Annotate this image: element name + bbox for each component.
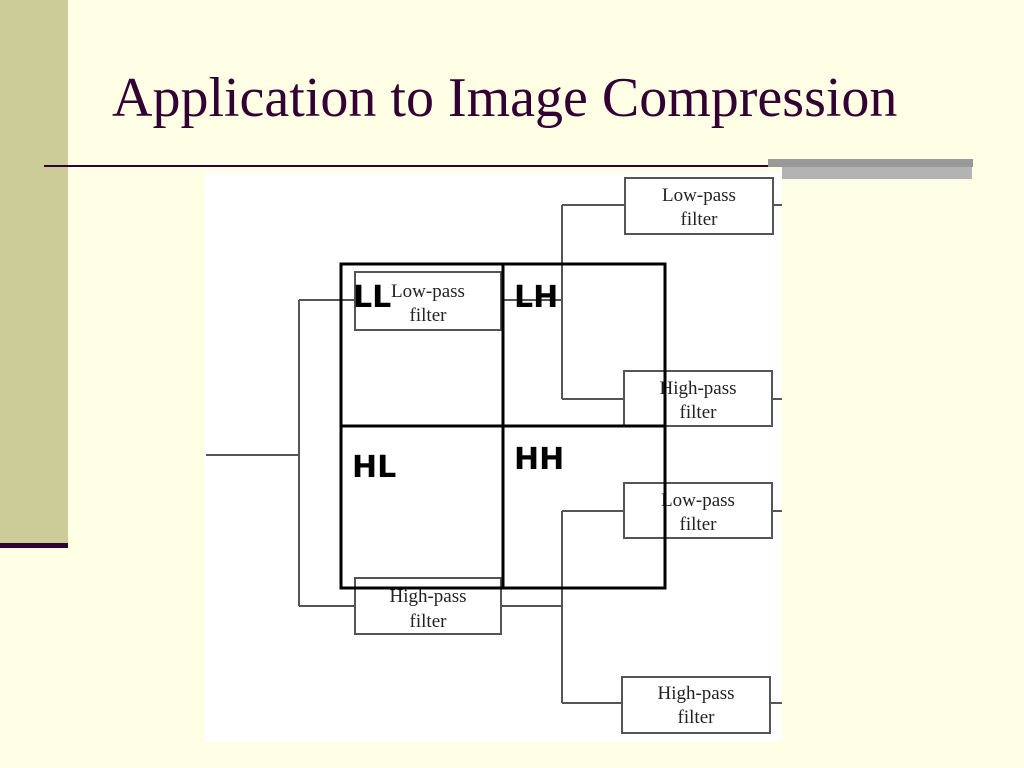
filter-label-line2: filter [410,611,448,632]
connector-lines [206,204,782,704]
filter-bank-diagram: Low-pass filter High-pass filter Low-pas… [204,172,782,742]
filter-label-line2: filter [680,514,718,535]
left-accent-bar [0,543,68,548]
filter-box-lowpass-1: Low-pass filter [354,271,502,331]
filter-label-line1: High-pass [389,586,466,607]
filter-label-line1: Low-pass [391,281,465,302]
filter-box-lowpass-3: Low-pass filter [623,482,773,539]
divider-accent-bar-lower [782,167,972,179]
filter-label-line1: High-pass [657,683,734,704]
title-divider [44,165,972,167]
filter-box-lowpass-2: Low-pass filter [624,177,774,235]
slide-title: Application to Image Compression [112,67,898,129]
subband-grid [339,262,667,590]
filter-box-highpass-2: High-pass filter [623,370,773,427]
filter-box-highpass-1: High-pass filter [354,577,502,635]
filter-label-line1: High-pass [659,378,736,399]
filter-label-line2: filter [678,707,716,728]
quadrant-label-lh: LH [514,280,558,315]
divider-accent-bar [768,159,973,167]
filter-label-line2: filter [680,402,718,423]
diagram-canvas: Low-pass filter High-pass filter Low-pas… [206,177,782,734]
quadrant-label-ll: LL [353,280,391,315]
filter-label-line2: filter [681,209,719,230]
quadrant-label-hh: HH [514,442,564,477]
filter-box-highpass-3: High-pass filter [621,676,771,734]
filter-label-line1: Low-pass [661,490,735,511]
left-decorative-band [0,0,68,545]
quadrant-label-hl: HL [352,450,396,485]
filter-label-line1: Low-pass [662,185,736,206]
filter-label-line2: filter [410,305,448,326]
